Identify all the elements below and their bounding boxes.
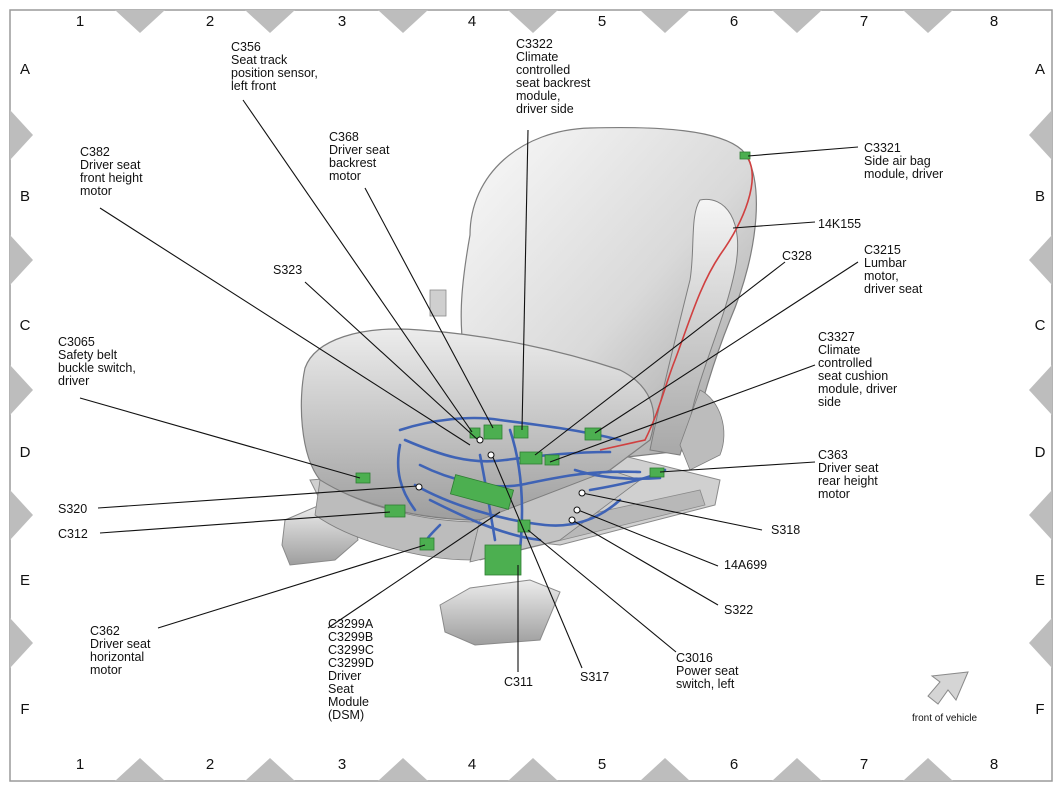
label-c3215: C3215 Lumbar motor, driver seat (864, 243, 923, 296)
grid-row-left-b: B (19, 188, 30, 205)
label-c3016: C3016 Power seat switch, left (676, 651, 739, 691)
c311-connector (484, 544, 522, 576)
grid-col-top-3: 3 (337, 13, 347, 30)
c362-connector (419, 537, 435, 551)
c356-connector (469, 427, 481, 439)
label-s318: S318 (771, 523, 801, 537)
grid-row-left-f: F (20, 701, 30, 718)
grid-col-bottom-8: 8 (989, 756, 999, 773)
connectors (355, 151, 751, 576)
label-s322: S322 (724, 603, 754, 617)
label-c3299-dsm: C3299A C3299B C3299C C3299D Driver Seat … (328, 617, 374, 722)
label-14a699: 14A699 (724, 558, 768, 572)
grid-row-right-a: A (1034, 61, 1045, 78)
label-c362: C362 Driver seat horizontal motor (90, 624, 151, 677)
c3322-connector (513, 425, 529, 439)
label-c382: C382 Driver seat front height motor (80, 145, 143, 198)
grid-col-top-2: 2 (205, 13, 215, 30)
grid-markers (10, 10, 1052, 781)
wire-14k155 (599, 157, 753, 451)
grid-row-left-e: E (19, 572, 30, 589)
grid-col-top-8: 8 (989, 13, 999, 30)
grid-row-right-f: F (1035, 701, 1045, 718)
grid-col-top-1: 1 (75, 13, 85, 30)
label-s323: S323 (273, 263, 303, 277)
leader-lines (79, 99, 859, 672)
grid-col-top-6: 6 (729, 13, 739, 30)
grid-col-bottom-5: 5 (597, 756, 607, 773)
grid-row-left-c: C (19, 317, 31, 334)
label-14k155: 14K155 (818, 217, 862, 231)
grid-col-bottom-3: 3 (337, 756, 347, 773)
splice-points (415, 436, 586, 524)
front-of-vehicle-label: front of vehicle (912, 713, 978, 724)
c312-connector (384, 504, 406, 518)
label-s317: S317 (580, 670, 610, 684)
grid-col-bottom-2: 2 (205, 756, 215, 773)
seat-illustration (281, 126, 757, 646)
grid-row-right-d: D (1034, 444, 1046, 461)
grid-row-right-b: B (1034, 188, 1045, 205)
c328-connector (519, 451, 543, 465)
front-arrow-icon (927, 671, 969, 705)
grid-col-bottom-1: 1 (75, 756, 85, 773)
grid-col-top-7: 7 (859, 13, 869, 30)
seat-rail-rear (439, 579, 561, 646)
label-c3321: C3321 Side air bag module, driver (864, 141, 944, 181)
grid-col-top-5: 5 (597, 13, 607, 30)
c363-connector (649, 467, 665, 478)
grid-col-bottom-7: 7 (859, 756, 869, 773)
label-c328: C328 (782, 249, 812, 263)
label-c3322: C3322 Climate controlled seat backrest m… (516, 37, 591, 116)
c368-connector (483, 424, 503, 440)
grid-row-right-e: E (1034, 572, 1045, 589)
c3065-connector (355, 472, 371, 484)
grid-row-right-c: C (1034, 317, 1046, 334)
label-c3065: C3065 Safety belt buckle switch, driver (58, 335, 136, 388)
grid-row-left-a: A (19, 61, 30, 78)
label-c363: C363 Driver seat rear height motor (818, 448, 879, 501)
grid-row-left-d: D (19, 444, 31, 461)
label-c368: C368 Driver seat backrest motor (329, 130, 390, 183)
label-s320: S320 (58, 502, 88, 516)
grid-col-top-4: 4 (467, 13, 477, 30)
grid-col-bottom-6: 6 (729, 756, 739, 773)
label-c311: C311 (504, 675, 533, 689)
grid-col-bottom-4: 4 (467, 756, 477, 773)
label-c3327: C3327 Climate controlled seat cushion mo… (818, 330, 898, 409)
c3327-connector (544, 454, 560, 466)
label-c312: C312 (58, 527, 88, 541)
c3215-connector (584, 427, 602, 441)
label-c356: C356 Seat track position sensor, left fr… (231, 40, 318, 93)
